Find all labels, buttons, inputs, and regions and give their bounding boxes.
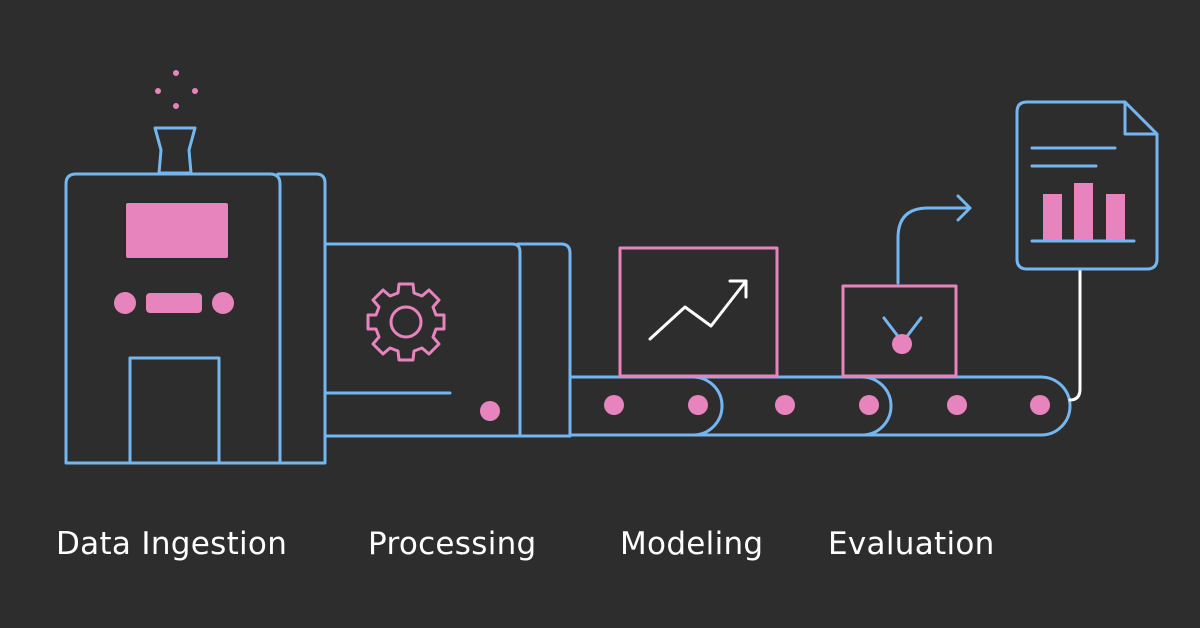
report-page-fold xyxy=(1123,100,1159,136)
machine-button-left xyxy=(114,292,136,314)
conveyor-belt xyxy=(568,375,1072,437)
stage-label-data-ingestion: Data Ingestion xyxy=(56,526,288,562)
conveyor-roller xyxy=(947,395,967,415)
machine-body xyxy=(64,172,282,465)
stage-label-processing: Processing xyxy=(368,526,537,562)
stage-label-modeling: Modeling xyxy=(620,526,764,562)
processing-side-panel xyxy=(516,242,572,438)
funnel-icon xyxy=(153,126,197,175)
machine-side-panel xyxy=(276,172,327,465)
conveyor-segment-3 xyxy=(860,375,1072,437)
stage-label-evaluation: Evaluation xyxy=(828,526,995,562)
conveyor-roller xyxy=(688,395,708,415)
processing-box xyxy=(323,242,522,438)
trend-arrow-icon xyxy=(648,279,748,341)
modeling-unit xyxy=(618,246,779,378)
evaluation-probe-icon xyxy=(882,316,923,354)
gear-icon xyxy=(366,282,446,362)
ingestion-machine xyxy=(64,70,327,465)
conveyor-segment-2 xyxy=(691,375,893,437)
report-output xyxy=(1015,100,1159,402)
report-document-icon xyxy=(1015,100,1159,271)
sparkle-icon xyxy=(155,70,198,109)
evaluation-box xyxy=(841,284,958,378)
conveyor-segment-1 xyxy=(568,375,724,437)
conveyor-roller xyxy=(604,395,624,415)
conveyor-roller xyxy=(859,395,879,415)
bar-chart-icon xyxy=(1030,183,1136,243)
machine-button-right xyxy=(212,292,234,314)
machine-screen xyxy=(124,201,230,260)
processing-unit xyxy=(323,242,572,438)
arrow-right-icon xyxy=(896,194,972,285)
machine-door xyxy=(128,356,221,465)
modeling-box xyxy=(618,246,779,378)
conveyor-roller xyxy=(775,395,795,415)
evaluation-unit xyxy=(841,194,972,378)
report-connector-curve xyxy=(1068,387,1082,402)
processing-indicator xyxy=(480,401,500,421)
conveyor-roller xyxy=(1030,395,1050,415)
machine-slot xyxy=(146,293,202,313)
